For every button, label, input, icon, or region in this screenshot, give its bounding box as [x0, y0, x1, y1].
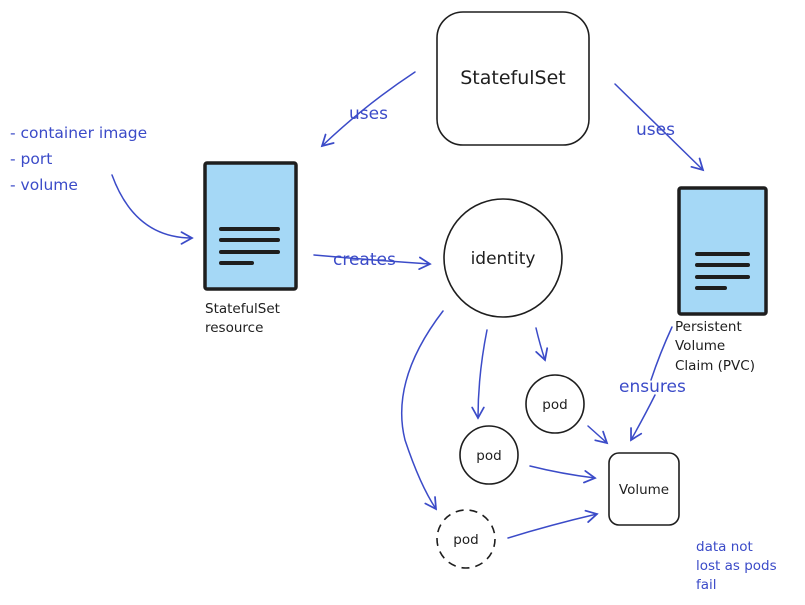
pvc-label-line-3: Claim (PVC): [675, 358, 755, 374]
arrow-statefulset-to-pvc: [614, 83, 705, 172]
statefulset-resource-document[interactable]: [203, 161, 298, 291]
pod-label-middle: pod: [476, 448, 501, 464]
arrow-pod-middle-to-volume: [529, 465, 597, 484]
resource-document-icon: [203, 161, 298, 291]
pod-circle-bottom-dashed[interactable]: [436, 509, 496, 569]
pod-circle-middle[interactable]: [459, 425, 519, 485]
arrow-statefulset-to-resource: [320, 71, 416, 148]
data-note: data not lost as pods fail: [696, 539, 781, 593]
volume-box[interactable]: [608, 452, 680, 526]
arrow-spec-to-resource: [111, 174, 194, 245]
spec-item-container-image: - container image: [10, 124, 147, 142]
resource-label-line-2: resource: [205, 320, 263, 336]
data-note-line-1: data not: [696, 539, 753, 555]
statefulset-box[interactable]: [436, 11, 590, 146]
arrow-identity-to-pod-bottom: [400, 310, 444, 511]
pod-label-top: pod: [542, 397, 567, 413]
creates-label: creates: [333, 250, 396, 270]
pod-circle-top[interactable]: [525, 374, 585, 434]
arrow-ensures-to-volume: [630, 394, 656, 442]
ensures-label: ensures: [619, 377, 686, 397]
statefulset-label: StatefulSet: [460, 67, 566, 89]
identity-label: identity: [471, 249, 536, 269]
pvc-label: Persistent Volume Claim (PVC): [675, 319, 755, 374]
pvc-label-line-2: Volume: [675, 338, 725, 354]
arrow-identity-to-pod-middle: [471, 329, 488, 420]
uses-right-label: uses: [636, 120, 675, 140]
uses-left-label: uses: [349, 104, 388, 124]
spec-notes: - container image - port - volume: [10, 124, 152, 194]
arrow-resource-to-identity: [313, 254, 432, 270]
arrow-pod-bottom-to-volume: [507, 509, 599, 539]
pod-label-bottom: pod: [453, 532, 478, 548]
resource-label: StatefulSet resource: [205, 301, 284, 336]
spec-item-volume: - volume: [10, 176, 78, 194]
pvc-document[interactable]: [677, 186, 768, 316]
spec-item-port: - port: [10, 150, 52, 168]
pvc-document-icon: [677, 186, 768, 316]
volume-label: Volume: [619, 482, 669, 498]
pvc-label-line-1: Persistent: [675, 319, 742, 335]
data-note-line-3: fail: [696, 577, 717, 593]
arrow-pvc-to-volume: [650, 326, 673, 381]
arrow-identity-to-pod-top: [535, 327, 549, 362]
data-note-line-2: lost as pods: [696, 558, 777, 574]
identity-circle[interactable]: [443, 198, 563, 318]
resource-label-line-1: StatefulSet: [205, 301, 280, 317]
arrow-pod-top-to-volume: [587, 425, 609, 445]
